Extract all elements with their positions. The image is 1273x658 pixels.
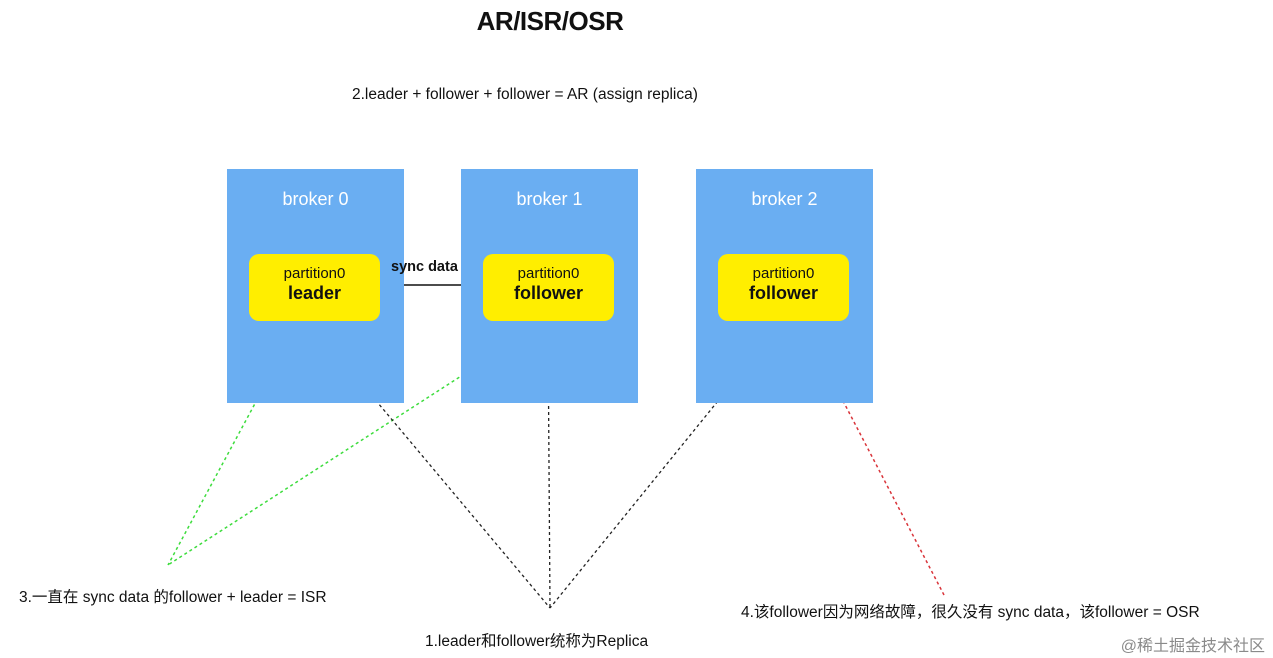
partition-follower: partition0 follower <box>718 254 849 321</box>
broker-label: broker 2 <box>751 189 818 209</box>
partition-name: partition0 <box>517 265 580 282</box>
broker-0-box: broker 0 partition0 leader <box>227 169 404 403</box>
isr-line-leader <box>167 319 301 566</box>
watermark: @稀土掘金技术社区 <box>1120 638 1265 655</box>
broker-label: broker 1 <box>516 189 583 209</box>
partition-leader: partition0 leader <box>249 254 380 321</box>
broker-label: broker 0 <box>282 189 349 209</box>
replica-note: 1.leader和follower统称为Replica <box>425 633 649 650</box>
broker-2-box: broker 2 partition0 follower <box>696 169 873 403</box>
sync-data-label: sync data <box>391 259 458 275</box>
partition-role: follower <box>748 283 818 303</box>
diagram-title: AR/ISR/OSR <box>476 6 624 36</box>
partition-role: leader <box>287 283 342 303</box>
osr-note: 4.该follower因为网络故障，很久没有 sync data，该follow… <box>741 604 1200 621</box>
ar-definition: 2.leader + follower + follower = AR (ass… <box>352 86 698 103</box>
partition-follower: partition0 follower <box>483 254 614 321</box>
partition-role: follower <box>513 283 583 303</box>
isr-note: 3.一直在 sync data 的follower + leader = ISR <box>19 589 327 606</box>
partition-name: partition0 <box>752 265 815 282</box>
broker-1-box: broker 1 partition0 follower <box>461 169 638 403</box>
partition-name: partition0 <box>283 265 346 282</box>
